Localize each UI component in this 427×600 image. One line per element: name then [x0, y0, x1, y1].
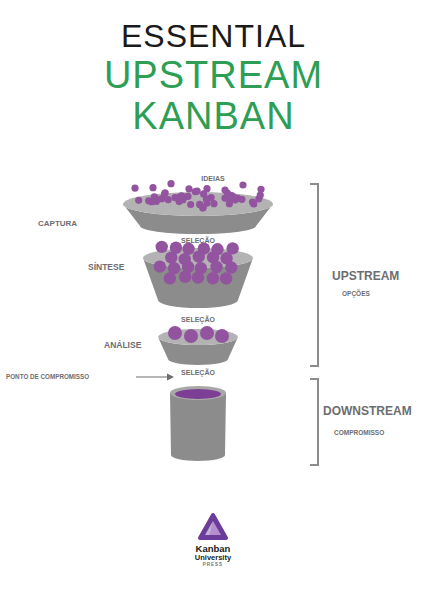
input-label: IDEIAS — [201, 175, 224, 183]
pointer-head — [167, 374, 174, 381]
work-item-dot — [203, 195, 210, 202]
work-item-dot — [156, 241, 168, 253]
work-item-dot — [135, 197, 142, 204]
phase-label: DOWNSTREAM — [323, 405, 412, 418]
work-item-dot — [215, 329, 229, 343]
work-item-dot — [179, 271, 191, 283]
work-item-dot — [203, 185, 210, 192]
work-item-dot — [184, 329, 198, 343]
work-item-dot — [239, 181, 246, 188]
work-item-dot — [165, 251, 177, 263]
work-item-dot — [250, 200, 257, 207]
work-item-dot — [221, 186, 228, 193]
work-item-dot — [225, 261, 237, 273]
commitment-cup-rim — [170, 386, 226, 400]
capture-tray-top — [123, 192, 273, 216]
pointer-line — [136, 376, 170, 377]
work-item-dot — [220, 272, 232, 284]
commitment-point-label: PONTO DE COMPROMISSO — [6, 374, 89, 381]
publisher-name: PRESS — [203, 563, 223, 568]
commitment-cup-content — [175, 389, 221, 399]
synthesis-tray — [143, 258, 253, 308]
commitment-cup — [170, 393, 226, 461]
work-item-dot — [192, 188, 199, 195]
work-item-dot — [167, 180, 174, 187]
selection-label: SELEÇÃO — [181, 369, 215, 377]
work-item-dot — [154, 260, 166, 272]
work-item-dot — [207, 272, 219, 284]
work-item-dot — [226, 200, 233, 207]
stage-label: CAPTURA — [38, 220, 77, 229]
work-item-dot — [162, 189, 169, 196]
phase-sublabel: COMPROMISSO — [334, 429, 384, 436]
work-item-dot — [257, 186, 264, 193]
work-item-dot — [178, 196, 185, 203]
work-item-dot — [164, 272, 176, 284]
work-item-dot — [200, 326, 214, 340]
downstream-bracket — [310, 379, 318, 465]
work-item-dot — [192, 271, 204, 283]
work-item-dot — [187, 201, 194, 208]
cover-title: ESSENTIAL UPSTREAM KANBAN — [0, 14, 427, 137]
work-item-dot — [149, 184, 156, 191]
stage-label: ANÁLISE — [104, 341, 141, 350]
phase-label: UPSTREAM — [332, 270, 399, 283]
publisher-logo — [200, 515, 226, 538]
work-item-dots — [131, 180, 264, 343]
phase-sublabel: OPÇÕES — [342, 290, 370, 297]
work-item-dot — [210, 261, 222, 273]
publisher-name: Kanban — [196, 544, 231, 554]
work-item-dot — [153, 198, 160, 205]
work-item-dot — [234, 195, 241, 202]
selection-label: SELEÇÃO — [181, 237, 215, 245]
work-item-dot — [193, 251, 205, 263]
stage-label: SÍNTESE — [88, 263, 124, 272]
selection-label: SELEÇÃO — [181, 316, 215, 324]
publisher-name: University — [195, 554, 231, 562]
work-item-dot — [168, 326, 182, 340]
work-item-dot — [185, 185, 192, 192]
work-item-dot — [131, 185, 138, 192]
work-item-dot — [171, 194, 178, 201]
upstream-bracket — [310, 184, 318, 366]
